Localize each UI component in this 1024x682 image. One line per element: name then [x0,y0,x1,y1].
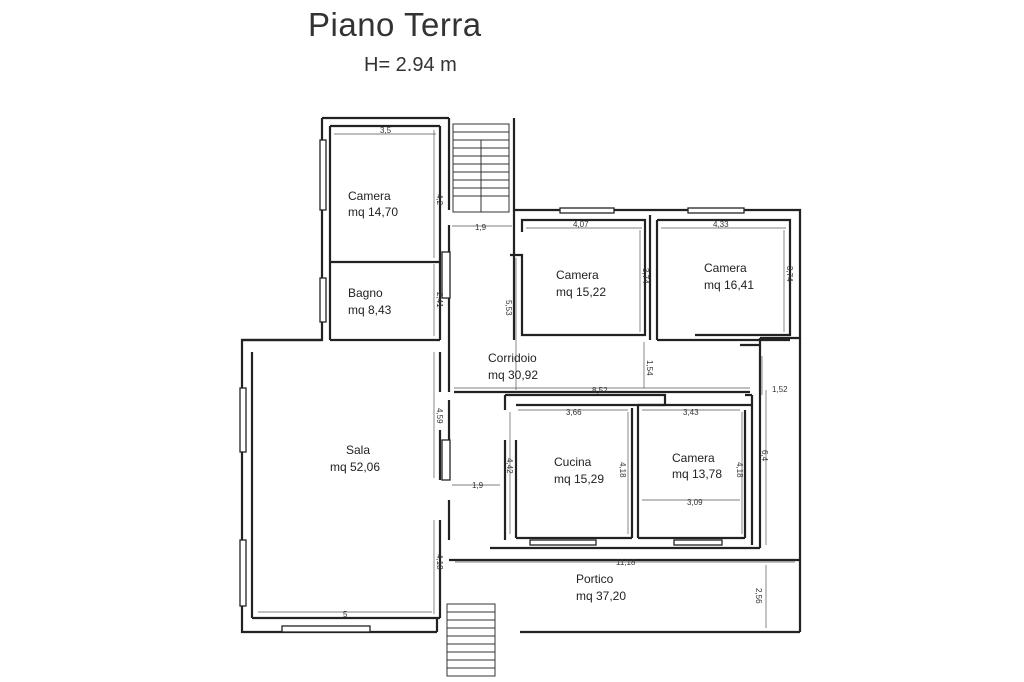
dim-label: 3,74 [641,268,650,284]
room-name-portico: Portico [576,572,614,586]
windows [239,139,745,633]
dim-label: 4,18 [618,462,627,478]
dim-label: 1,9 [475,223,487,232]
height-label: H= 2.94 m [364,54,457,76]
dim-label: 5,53 [504,300,513,316]
dim-label: 4,33 [713,220,729,229]
stairs-bottom [446,603,496,677]
dim-label: 11,18 [616,558,636,567]
room-area-camera-4: mq 13,78 [672,467,722,481]
dim-label: 2,56 [754,588,763,604]
dim-label: 8,52 [592,386,608,395]
dim-label: 1,52 [772,385,788,394]
stairs-top [452,123,510,213]
dim-label: 4,2 [435,194,444,206]
room-name-camera-4: Camera [672,451,715,465]
room-name-camera-2: Camera [556,268,599,282]
dim-label: 6,4 [760,450,769,462]
dim-label: 3,09 [687,498,703,507]
room-name-camera-3: Camera [704,261,747,275]
dim-label: 4,59 [435,408,444,424]
page-title: Piano Terra [308,6,482,43]
walls [240,116,802,634]
dim-label: 3,74 [785,266,794,282]
dim-label: 5 [343,610,348,619]
room-name-camera-1: Camera [348,189,391,203]
room-labels: Camera mq 14,70 Bagno mq 8,43 Camera mq … [330,189,754,603]
room-name-corridoio: Corridoio [488,351,537,365]
dim-label: 1,9 [472,481,484,490]
dim-label: 3,43 [683,408,699,417]
room-name-bagno: Bagno [348,286,383,300]
room-name-cucina: Cucina [554,455,592,469]
room-area-sala: mq 52,06 [330,460,380,474]
room-area-bagno: mq 8,43 [348,303,392,317]
room-name-sala: Sala [346,443,370,457]
dim-label: 4,18 [435,554,444,570]
dim-label: 4,18 [735,462,744,478]
dim-label: 1,54 [645,360,654,376]
room-area-camera-2: mq 15,22 [556,285,606,299]
room-area-cucina: mq 15,29 [554,472,604,486]
dimension-labels: 3,5 4,2 1,9 2,41 4,59 4,18 5 4,07 3,74 4… [343,126,794,619]
dim-label: 3,5 [380,126,392,135]
dimension-lines [258,130,795,628]
dim-label: 4,07 [573,220,589,229]
dim-label: 3,66 [566,408,582,417]
dim-label: 4,42 [505,458,514,474]
dim-label: 2,41 [435,292,444,308]
room-area-camera-1: mq 14,70 [348,205,398,219]
room-area-camera-3: mq 16,41 [704,278,754,292]
room-area-corridoio: mq 30,92 [488,368,538,382]
room-area-portico: mq 37,20 [576,589,626,603]
